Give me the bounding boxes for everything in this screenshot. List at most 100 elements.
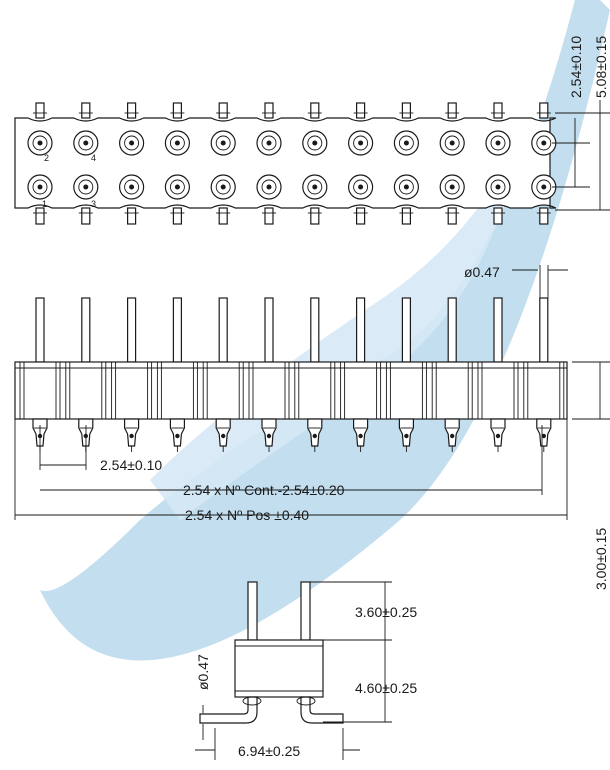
contact-center — [220, 140, 226, 146]
side-view-body-lines — [15, 362, 567, 419]
side-lower-pin-dot — [541, 433, 546, 439]
top-pin-upper — [401, 102, 411, 119]
top-pin-lower — [218, 207, 228, 225]
dim-pitch-label: 2.54±0.10 — [100, 457, 162, 473]
end-view-bent-pin-right — [300, 696, 344, 724]
side-view: ø0.47 2.54±0.10 2.54 x Nº Cont.-2.54±0.2… — [14, 264, 610, 590]
side-lower-pin — [490, 418, 506, 447]
side-lower-pin — [444, 418, 460, 447]
side-lower-pin-dot — [404, 433, 409, 439]
end-view: 3.60±0.25 4.60±0.25 ø0.47 6.94±0.25 — [195, 581, 417, 760]
contact-middle — [124, 179, 140, 195]
watermark — [40, 0, 610, 661]
dim-pos-label: 2.54 x Nº Pos ±0.40 — [185, 507, 309, 523]
contact-middle — [32, 179, 48, 195]
side-upper-pin — [126, 297, 137, 363]
dim-tail-label: 3.00±0.15 — [593, 528, 609, 590]
watermark-swoosh — [40, 0, 610, 661]
contact-center — [37, 140, 43, 146]
top-pin-upper — [172, 102, 182, 119]
top-pin-lower — [81, 207, 91, 225]
dim-pin-diameter-label: ø0.47 — [464, 264, 500, 280]
contact-middle — [78, 135, 94, 151]
dim-end-diameter-label: ø0.47 — [195, 654, 211, 690]
contact-center — [83, 184, 89, 190]
contact-middle — [444, 135, 460, 151]
end-view-bent-pin-left — [199, 696, 258, 724]
top-pin-upper — [356, 102, 366, 119]
contact-center — [449, 184, 455, 190]
top-view: 2 4 1 3 2.54±0.10 5.08±0.15 — [14, 36, 610, 225]
top-pin-lower — [35, 207, 45, 225]
contact-center — [37, 184, 43, 190]
top-pin-upper — [447, 102, 457, 119]
side-view-upper-pins — [35, 297, 549, 363]
top-pin-upper — [126, 102, 137, 119]
side-upper-pin — [310, 297, 320, 363]
top-pin-upper — [493, 102, 503, 119]
side-view-lower-pins — [32, 418, 552, 452]
side-lower-pin — [307, 418, 323, 447]
side-lower-pin — [353, 418, 369, 447]
side-lower-pin-dot — [450, 433, 455, 439]
contact-middle — [490, 179, 506, 195]
side-lower-pin — [261, 418, 277, 447]
side-lower-pin-dot — [358, 433, 363, 439]
top-pin-lower — [356, 207, 366, 225]
contact-middle — [398, 135, 414, 151]
dim-width-total-label: 5.08±0.15 — [593, 36, 609, 98]
end-view-upper-pin-left — [247, 581, 258, 641]
top-pin-upper — [81, 102, 91, 119]
contact-middle — [307, 135, 323, 151]
side-upper-pin — [493, 297, 503, 363]
contact-center — [129, 140, 135, 146]
side-upper-pin — [401, 297, 411, 363]
side-view-body — [14, 361, 568, 420]
side-lower-pin-dot — [129, 433, 134, 439]
dim-pitch-vertical-label: 2.54±0.10 — [568, 36, 584, 98]
top-pin-lower — [264, 207, 274, 225]
contact-center — [541, 140, 547, 146]
top-pin-upper — [264, 102, 274, 119]
contact-center — [449, 140, 455, 146]
side-lower-pin-dot — [221, 433, 226, 439]
contact-middle — [444, 179, 460, 195]
contact-center — [312, 140, 318, 146]
contact-middle — [536, 135, 552, 151]
contact-center — [403, 140, 409, 146]
top-pin-upper — [310, 102, 320, 119]
contact-center — [266, 184, 272, 190]
contact-center — [358, 140, 364, 146]
end-view-contact-right — [296, 696, 316, 706]
side-lower-pin-dot — [266, 433, 272, 439]
contact-middle — [78, 179, 94, 195]
contact-center — [312, 184, 318, 190]
top-pin-lower — [310, 207, 320, 225]
contact-center — [266, 140, 272, 146]
contact-middle — [353, 179, 369, 195]
contact-center — [358, 184, 364, 190]
contact-middle — [124, 135, 140, 151]
side-upper-pin — [539, 297, 549, 363]
contact-middle — [536, 179, 552, 195]
contact-middle — [169, 135, 185, 151]
end-view-contact-left — [242, 696, 262, 706]
contact-middle — [32, 135, 48, 151]
contact-middle — [307, 179, 323, 195]
top-pin-upper — [218, 102, 228, 119]
side-upper-pin — [218, 297, 228, 363]
pin-label-1: 1 — [42, 199, 47, 209]
side-upper-pin — [35, 297, 45, 363]
side-upper-pin — [172, 297, 182, 363]
end-view-body — [234, 639, 324, 698]
contact-center — [541, 184, 547, 190]
side-lower-pin-dot — [175, 433, 180, 439]
top-pin-upper — [539, 102, 549, 119]
contact-middle — [490, 135, 506, 151]
side-lower-pin — [398, 418, 414, 447]
side-lower-pin-dot — [495, 433, 501, 439]
side-upper-pin — [264, 297, 274, 363]
watermark-swoosh-inner — [150, 140, 520, 520]
contact-middle — [398, 179, 414, 195]
contact-center — [495, 140, 501, 146]
